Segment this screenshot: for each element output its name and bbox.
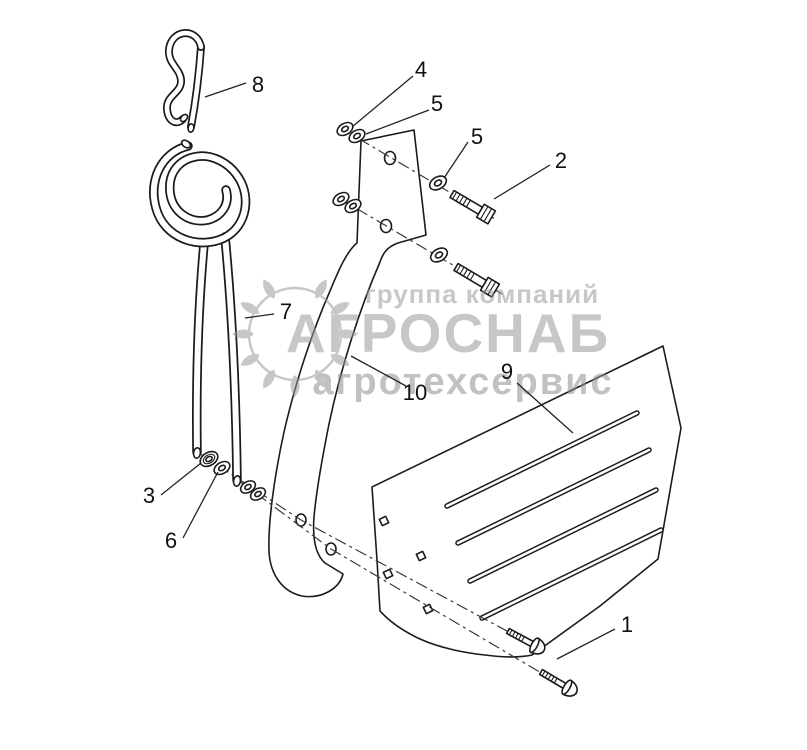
watermark-line-3: агротехсервис [312, 361, 613, 403]
callout-label: 4 [415, 57, 427, 82]
callout-2: 2 [493, 148, 567, 200]
callout-label: 5 [471, 124, 483, 149]
watermark-line-2: АГРОСНАБ [286, 302, 610, 364]
callout-3: 3 [143, 462, 202, 508]
callout-9: 9 [501, 359, 574, 434]
nut-part-3 [199, 450, 219, 468]
spring-tine-part-7 [149, 139, 251, 487]
washer [344, 198, 362, 214]
washer [336, 121, 354, 137]
callout-7: 7 [244, 299, 292, 324]
hex-bolt [453, 262, 501, 298]
tine-wire-end [180, 139, 192, 149]
callout-label: 6 [165, 528, 177, 553]
washer [428, 175, 448, 191]
clip-wire-end [187, 123, 195, 133]
watermark: группа компаний АГРОСНАБ агротехсервис [232, 277, 613, 403]
callouts: 8 4 5 5 2 7 10 9 [143, 57, 633, 660]
fasteners-washers [199, 121, 449, 501]
washer-part-6 [213, 460, 231, 476]
tine-wire-end [192, 447, 202, 459]
callout-1: 1 [556, 612, 633, 660]
plate-square-holes [378, 515, 434, 615]
callout-8: 8 [204, 72, 264, 98]
washer [239, 480, 257, 494]
callout-label: 5 [431, 91, 443, 116]
callout-5a: 5 [365, 91, 443, 135]
callout-label: 7 [280, 299, 292, 324]
clip-wire-end [179, 113, 189, 123]
callout-label: 3 [143, 483, 155, 508]
callout-6: 6 [165, 471, 219, 553]
guard-plate-part-9 [371, 345, 682, 658]
plate-slots [444, 410, 664, 621]
callout-label: 10 [403, 380, 427, 405]
callout-label: 1 [621, 612, 633, 637]
hex-bolts-part-2 [449, 189, 501, 298]
bracket-hole [383, 150, 397, 166]
carriage-bolt [538, 668, 578, 697]
callout-10: 10 [350, 355, 427, 405]
watermark-line-1: группа компаний [365, 279, 599, 309]
callout-4: 4 [351, 57, 427, 128]
tine-wire-end [232, 475, 242, 487]
washer [332, 191, 350, 207]
callout-label: 2 [555, 148, 567, 173]
washer [249, 487, 267, 501]
callout-label: 8 [252, 72, 264, 97]
carriage-bolts-part-1 [505, 627, 578, 697]
callout-label: 9 [501, 359, 513, 384]
washer [429, 247, 449, 263]
callout-5b: 5 [443, 124, 483, 179]
laurel-wreath-logo [232, 277, 358, 397]
washer [348, 128, 366, 144]
hex-bolt [449, 189, 497, 225]
carriage-bolt [505, 627, 546, 655]
hairpin-clip-part-8 [163, 29, 205, 133]
